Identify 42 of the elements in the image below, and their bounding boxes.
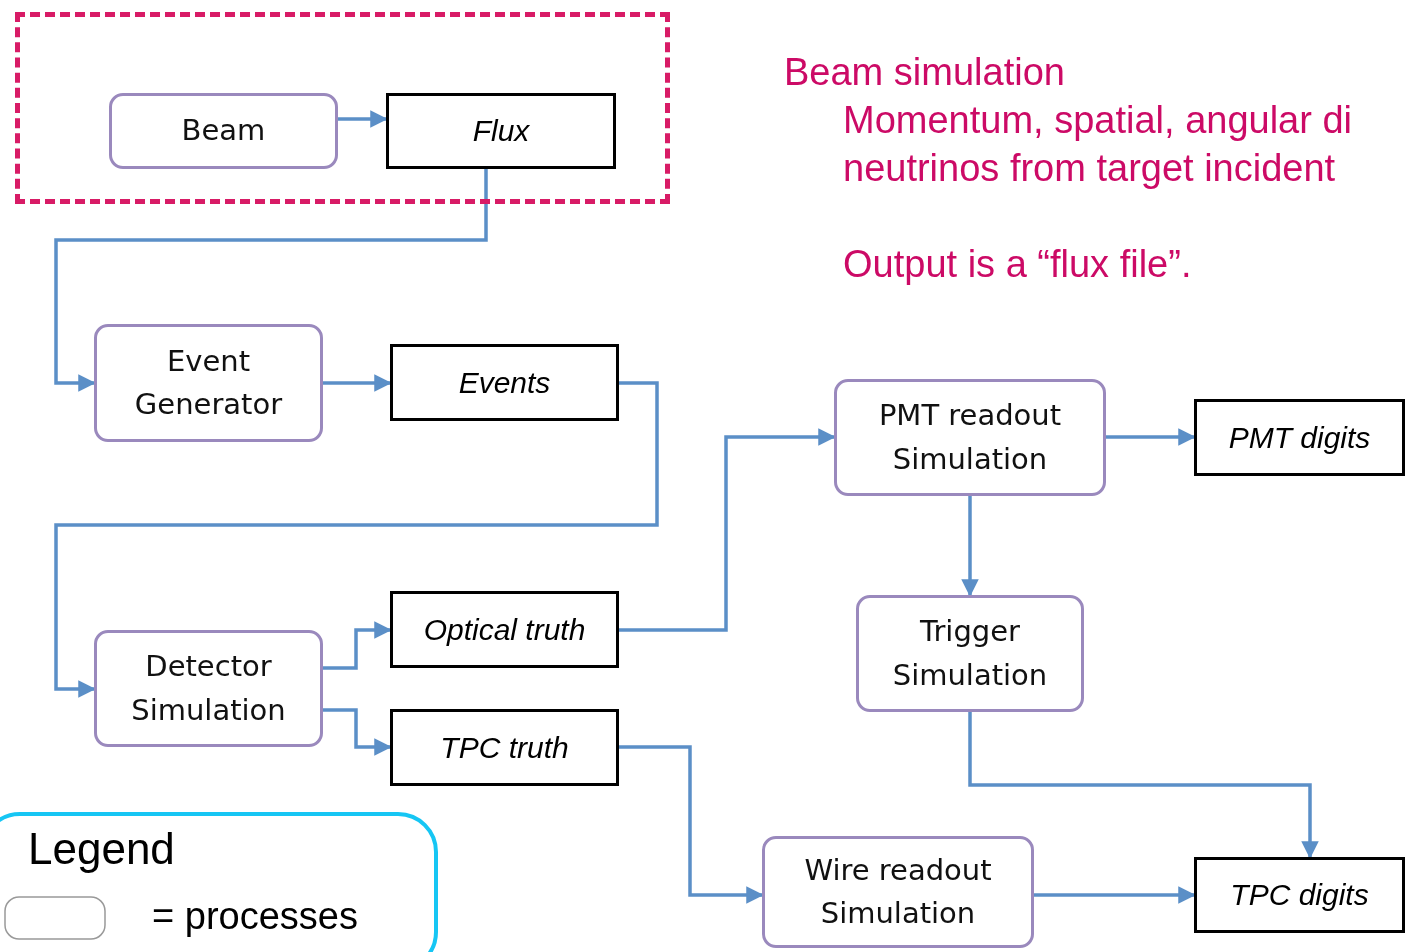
arrow <box>1106 428 1196 446</box>
node-label: Optical truth <box>423 612 586 647</box>
node-label: Event Generator <box>133 342 284 423</box>
data-box <box>390 591 619 668</box>
description-text: Momentum, spatial, angular di neutrinos from target incident <box>843 98 1354 191</box>
arrow <box>961 496 979 597</box>
data-box <box>390 709 619 786</box>
arrow <box>619 745 764 904</box>
arrow <box>323 374 392 392</box>
arrow <box>323 708 392 756</box>
arrow <box>619 428 836 632</box>
node-label: Trigger Simulation <box>891 613 1049 694</box>
arrow <box>968 712 1319 859</box>
node-label: Events <box>458 365 551 400</box>
node-label: Wire readout Simulation <box>803 851 993 932</box>
legend-title: Legend <box>28 824 175 874</box>
node-label: Beam <box>181 112 266 150</box>
node-label: PMT digits <box>1228 420 1371 455</box>
dashed-group-box <box>15 12 670 204</box>
arrow <box>323 621 392 670</box>
process-box <box>109 93 338 169</box>
node-label: Detector Simulation <box>130 648 287 729</box>
process-box <box>834 379 1106 496</box>
process-box <box>94 324 323 442</box>
arrow <box>54 169 488 392</box>
data-box <box>1194 399 1405 476</box>
arrow <box>54 381 659 698</box>
arrow <box>1034 886 1196 904</box>
data-box <box>386 93 616 169</box>
node-label: TPC digits <box>1230 878 1369 912</box>
node-label: Flux <box>472 114 530 148</box>
process-box <box>762 836 1034 948</box>
process-box <box>94 630 323 747</box>
data-box <box>1194 857 1405 933</box>
data-box <box>390 344 619 421</box>
process-box <box>856 595 1084 712</box>
heading-text: Beam simulation <box>784 50 1066 95</box>
node-label: TPC truth <box>440 730 569 765</box>
description-text: Output is a “flux file”. <box>843 242 1193 287</box>
node-label: PMT readout Simulation <box>877 397 1063 478</box>
legend-text: = processes <box>152 894 358 938</box>
arrow <box>338 110 388 128</box>
